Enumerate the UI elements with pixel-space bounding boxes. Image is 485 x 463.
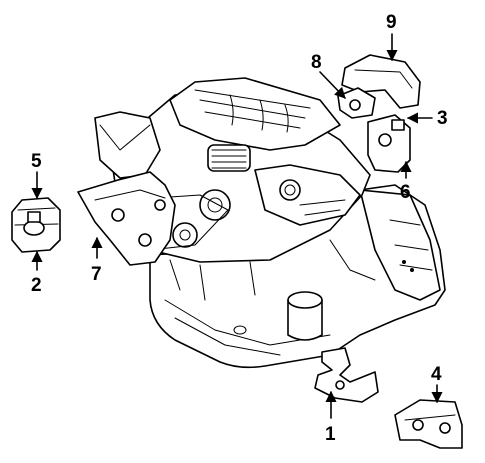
part-7-bracket-plate: [77, 171, 176, 266]
callout-9: 9: [386, 12, 397, 33]
engine-block: [94, 77, 446, 369]
callout-1: 1: [325, 424, 336, 445]
callout-2: 2: [31, 275, 42, 296]
callout-7: 7: [91, 264, 102, 285]
leader-8: [319, 71, 346, 99]
callout-3: 3: [437, 108, 448, 129]
callout-5: 5: [31, 151, 42, 172]
callout-4: 4: [431, 364, 442, 385]
leader-lines: [31, 33, 443, 419]
part-8-insulator: [337, 87, 376, 119]
part-3-right-mount: [367, 114, 411, 173]
callouts: 1 2 3 4 5 6 7 8 9: [31, 12, 448, 445]
callout-6: 6: [400, 182, 411, 203]
part-4-lower-mount: [394, 399, 463, 449]
part-2-mount-insulator: [11, 197, 61, 253]
callout-8: 8: [311, 52, 322, 73]
part-1-lower-bracket: [314, 347, 379, 403]
